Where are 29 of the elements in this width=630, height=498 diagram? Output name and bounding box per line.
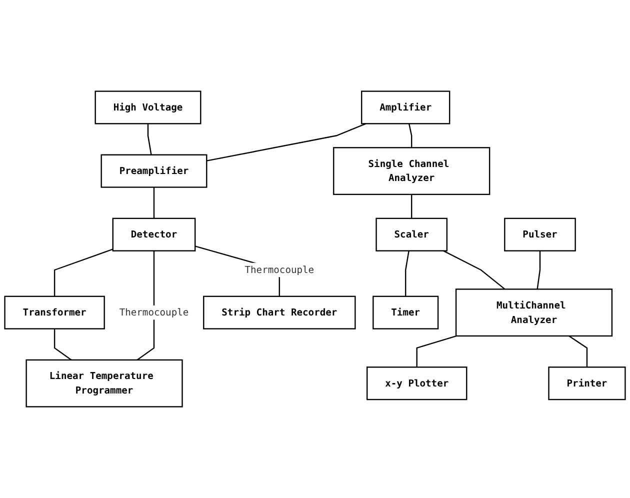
connector [147, 124, 152, 155]
node-box: Timer [372, 296, 439, 330]
node-box: Preamplifier [100, 154, 208, 188]
connector [153, 187, 155, 218]
node-box: Amplifier [361, 90, 450, 124]
connector [54, 328, 72, 360]
connector [405, 250, 410, 296]
connector [416, 335, 457, 368]
connector [568, 335, 588, 368]
node-box: Scaler [376, 218, 448, 252]
connector [136, 250, 155, 360]
node-box: Linear Temperature Programmer [26, 359, 183, 408]
node-box: Strip Chart Recorder [203, 296, 356, 330]
connector [206, 123, 366, 162]
node-box: Detector [112, 218, 196, 252]
edge-label: Thermocouple [119, 306, 189, 318]
edge-label: Thermocouple [244, 264, 314, 276]
node-box: Pulser [504, 218, 576, 252]
node-box: Printer [548, 366, 626, 400]
node-box: MultiChannel Analyzer [455, 288, 613, 337]
connector [443, 250, 506, 290]
connector [411, 194, 412, 218]
connector [408, 124, 412, 148]
node-box: High Voltage [94, 90, 202, 124]
node-box: x-y Plotter [366, 366, 468, 400]
connector [54, 248, 114, 296]
node-box: Transformer [4, 296, 105, 330]
connector [536, 250, 541, 290]
node-box: Single Channel Analyzer [333, 147, 490, 196]
